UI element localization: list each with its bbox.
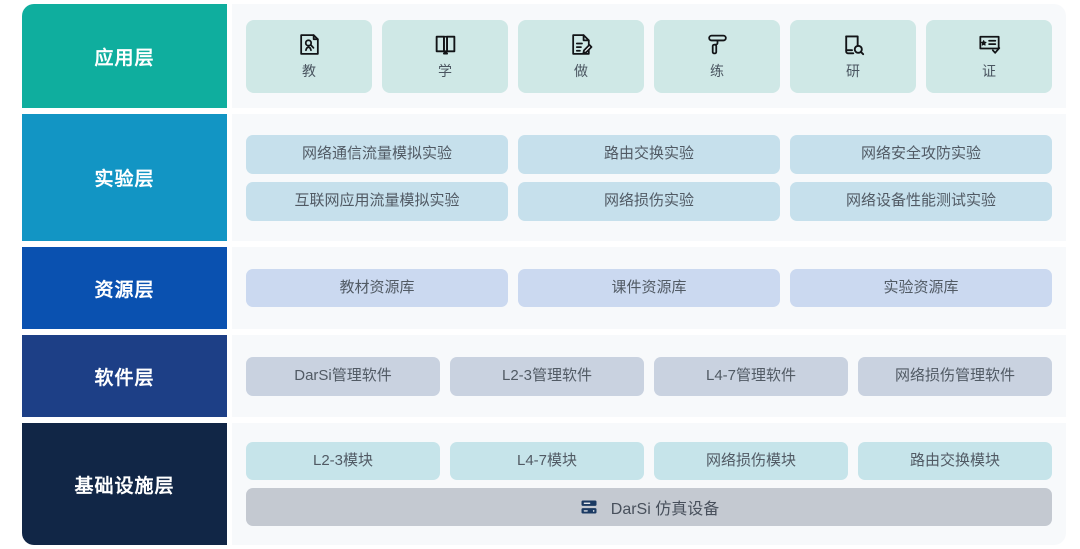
app-card-label: 学 <box>438 63 452 79</box>
app-card-label: 练 <box>710 63 724 79</box>
pill-infrastructure[interactable]: L2-3模块 <box>246 442 440 480</box>
darsi-device-bar[interactable]: DarSi 仿真设备 <box>246 488 1052 526</box>
layer-label-infrastructure: 基础设施层 <box>22 423 227 545</box>
app-card-label: 研 <box>846 63 860 79</box>
experiment-pill-row-2: 互联网应用流量模拟实验 网络损伤实验 网络设备性能测试实验 <box>246 181 1052 221</box>
layer-label-text: 实验层 <box>94 169 155 190</box>
pill-software[interactable]: DarSi管理软件 <box>246 356 440 396</box>
app-card-learn[interactable]: 学 <box>382 19 508 93</box>
app-card-label: 做 <box>574 63 588 79</box>
pill-infrastructure[interactable]: 网络损伤模块 <box>654 442 848 480</box>
app-card-label: 教 <box>302 63 316 79</box>
book-search-icon <box>840 31 866 57</box>
pill-experiment[interactable]: 互联网应用流量模拟实验 <box>246 181 508 221</box>
layer-row-software: 软件层 DarSi管理软件 L2-3管理软件 L4-7管理软件 网络损伤管理软件 <box>22 335 1066 417</box>
app-card-do[interactable]: 做 <box>518 19 644 93</box>
layer-panel-infrastructure: L2-3模块 L4-7模块 网络损伤模块 路由交换模块 DarSi 仿真设备 <box>232 423 1066 545</box>
pill-resource[interactable]: 教材资源库 <box>246 269 508 307</box>
pill-infrastructure[interactable]: L4-7模块 <box>450 442 644 480</box>
software-pill-row: DarSi管理软件 L2-3管理软件 L4-7管理软件 网络损伤管理软件 <box>246 356 1052 396</box>
layer-row-resource: 资源层 教材资源库 课件资源库 实验资源库 <box>22 247 1066 329</box>
open-book-icon <box>432 31 458 57</box>
pill-experiment[interactable]: 路由交换实验 <box>518 134 780 174</box>
application-card-row: 教 学 <box>246 19 1052 93</box>
experiment-pill-row-1: 网络通信流量模拟实验 路由交换实验 网络安全攻防实验 <box>246 134 1052 174</box>
pill-experiment[interactable]: 网络损伤实验 <box>518 181 780 221</box>
layer-panel-resource: 教材资源库 课件资源库 实验资源库 <box>232 247 1066 329</box>
layer-label-software: 软件层 <box>22 335 227 417</box>
layer-label-text: 资源层 <box>94 279 155 301</box>
layer-label-text: 基础设施层 <box>74 475 175 497</box>
pill-experiment[interactable]: 网络安全攻防实验 <box>790 134 1052 174</box>
document-pencil-icon <box>568 31 594 57</box>
pill-resource[interactable]: 实验资源库 <box>790 269 1052 307</box>
layer-label-experiment: 实验层 <box>22 114 227 241</box>
pill-software[interactable]: L4-7管理软件 <box>654 356 848 396</box>
app-card-research[interactable]: 研 <box>790 19 916 93</box>
layer-row-application: 应用层 教 <box>22 4 1066 108</box>
pill-experiment[interactable]: 网络设备性能测试实验 <box>790 181 1052 221</box>
pill-experiment[interactable]: 网络通信流量模拟实验 <box>246 134 508 174</box>
infrastructure-pill-row: L2-3模块 L4-7模块 网络损伤模块 路由交换模块 <box>246 442 1052 480</box>
pill-software[interactable]: 网络损伤管理软件 <box>858 356 1052 396</box>
app-card-practice[interactable]: 练 <box>654 19 780 93</box>
pill-resource[interactable]: 课件资源库 <box>518 269 780 307</box>
layer-label-text: 软件层 <box>94 367 155 389</box>
layer-label-text: 应用层 <box>94 47 155 69</box>
app-card-label: 证 <box>982 63 996 79</box>
layer-label-resource: 资源层 <box>22 247 227 329</box>
paint-roller-icon <box>704 31 730 57</box>
layer-panel-experiment: 网络通信流量模拟实验 路由交换实验 网络安全攻防实验 互联网应用流量模拟实验 网… <box>232 114 1066 241</box>
darsi-device-label: DarSi 仿真设备 <box>610 501 720 518</box>
resource-pill-row: 教材资源库 课件资源库 实验资源库 <box>246 269 1052 307</box>
app-card-certify[interactable]: 证 <box>926 19 1052 93</box>
layer-label-application: 应用层 <box>22 4 227 108</box>
server-icon <box>579 497 599 517</box>
teaching-board-icon <box>296 31 322 57</box>
layer-panel-application: 教 学 <box>232 4 1066 108</box>
pill-software[interactable]: L2-3管理软件 <box>450 356 644 396</box>
layer-row-experiment: 实验层 网络通信流量模拟实验 路由交换实验 网络安全攻防实验 互联网应用流量模拟… <box>22 114 1066 241</box>
layer-row-infrastructure: 基础设施层 L2-3模块 L4-7模块 网络损伤模块 路由交换模块 <box>22 423 1066 545</box>
layer-panel-software: DarSi管理软件 L2-3管理软件 L4-7管理软件 网络损伤管理软件 <box>232 335 1066 417</box>
architecture-diagram: 应用层 教 <box>22 4 1066 545</box>
app-card-teach[interactable]: 教 <box>246 19 372 93</box>
pill-infrastructure[interactable]: 路由交换模块 <box>858 442 1052 480</box>
certificate-check-icon <box>976 31 1002 57</box>
